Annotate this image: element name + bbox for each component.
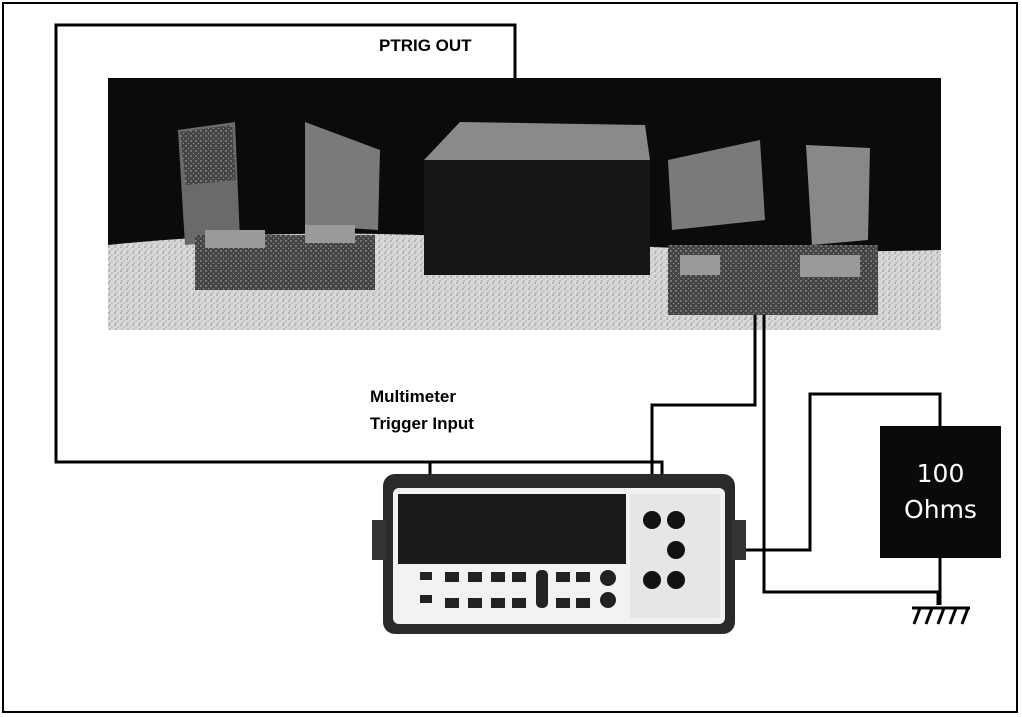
resistor-value: 100 xyxy=(916,459,965,488)
multimeter-terminals xyxy=(643,511,685,589)
multimeter-to-resistor-wire xyxy=(676,392,942,552)
resistor-100-ohms: 100 Ohms xyxy=(880,426,1001,558)
ptrig-out-label: PTRIG OUT xyxy=(379,36,472,55)
digital-multimeter-icon xyxy=(372,474,746,634)
multimeter-display xyxy=(398,494,626,564)
instrument-setup-photo xyxy=(108,78,941,330)
right-device-photo xyxy=(668,140,878,315)
trigger-input-label: Trigger Input xyxy=(370,414,474,433)
resistor-unit: Ohms xyxy=(904,495,977,524)
left-device-photo xyxy=(178,122,380,290)
wires xyxy=(54,23,942,605)
ground-symbol-icon xyxy=(912,606,970,625)
multimeter-keypad xyxy=(420,570,616,608)
photo-to-ground-wire xyxy=(762,315,940,605)
center-device-photo xyxy=(424,122,650,275)
ptrig-out-wire xyxy=(54,23,517,480)
multimeter-label: Multimeter xyxy=(370,387,456,406)
